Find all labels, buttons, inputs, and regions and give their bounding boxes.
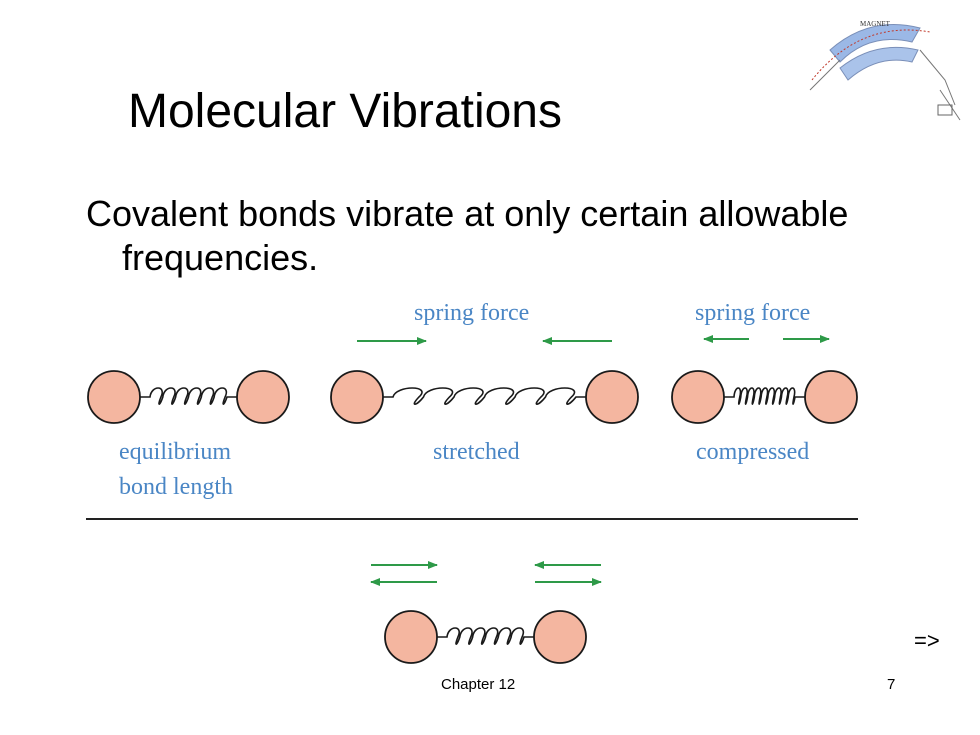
footer-chapter: Chapter 12	[441, 676, 516, 693]
spring-force-label-stretched: spring force	[414, 300, 529, 326]
magnet-logo: MAGNET	[809, 20, 961, 121]
molecule-compressed	[671, 370, 858, 424]
bond-length-label: bond length	[119, 474, 233, 500]
atom-right-compressed	[804, 370, 858, 424]
spring-stretched	[383, 387, 586, 406]
atom-left-equilibrium	[87, 370, 141, 424]
atom-right-vibrating	[533, 610, 587, 664]
atom-right-equilibrium	[236, 370, 290, 424]
slide-title: Molecular Vibrations	[128, 85, 562, 138]
next-slide-marker[interactable]: =>	[914, 628, 940, 653]
molecule-equilibrium	[87, 370, 290, 424]
spring-compressed	[724, 387, 805, 406]
spring-equilibrium	[140, 387, 237, 406]
spring-force-label-compressed: spring force	[695, 300, 810, 326]
atom-left-compressed	[671, 370, 725, 424]
atom-left-vibrating	[384, 610, 438, 664]
spring-vibrating	[437, 627, 534, 645]
molecule-stretched	[330, 370, 639, 424]
atom-right-stretched	[585, 370, 639, 424]
page-number: 7	[887, 676, 896, 693]
logo-text: MAGNET	[860, 20, 891, 28]
compressed-label: compressed	[696, 439, 809, 465]
molecule-vibrating	[384, 610, 587, 664]
bullet-text: Covalent bonds vibrate at only certain a…	[86, 193, 849, 278]
stretched-label: stretched	[433, 439, 520, 465]
equilibrium-label: equilibrium	[119, 439, 231, 465]
atom-left-stretched	[330, 370, 384, 424]
